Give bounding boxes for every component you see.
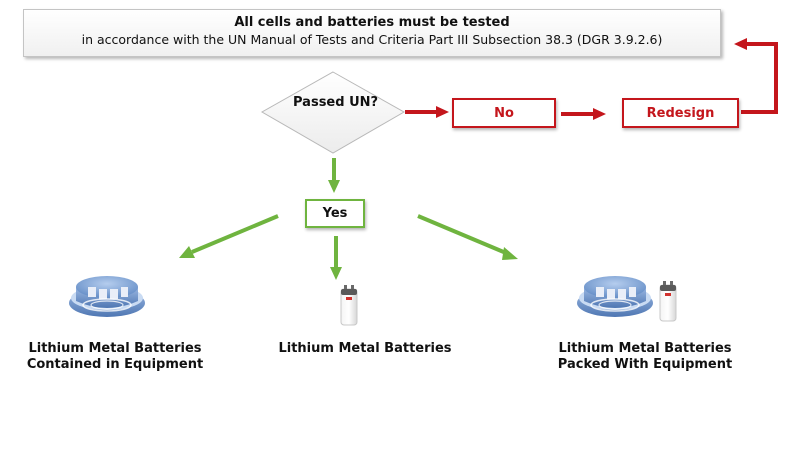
- header-title: All cells and batteries must be tested: [234, 15, 510, 30]
- decision-diamond: [260, 71, 406, 154]
- yes-box: Yes: [305, 199, 365, 228]
- outcome-line2: Contained in Equipment: [26, 357, 204, 372]
- no-label: No: [494, 105, 514, 121]
- arrow-yes-to-contained: [179, 214, 279, 258]
- outcome-packed-with-equipment: Lithium Metal Batteries Packed With Equi…: [555, 341, 735, 373]
- smoke-detector-icon: [69, 276, 145, 317]
- battery-icon: [340, 285, 358, 326]
- arrow-redesign-loop: [734, 38, 778, 114]
- outcome-line1: Lithium Metal Batteries: [558, 341, 732, 356]
- yes-label: Yes: [322, 206, 348, 221]
- outcome-line1: Lithium Metal Batteries: [28, 341, 202, 356]
- arrow-yes-to-packed: [417, 214, 518, 260]
- smoke-detector-icon: [577, 276, 653, 317]
- redesign-label: Redesign: [646, 105, 715, 121]
- arrow-no-to-redesign: [561, 108, 606, 120]
- outcome-contained-in-equipment: Lithium Metal Batteries Contained in Equ…: [25, 341, 205, 373]
- arrow-yes-to-batteries: [330, 236, 342, 280]
- decision-label: Passed UN?: [293, 95, 379, 110]
- outcome-lithium-metal-batteries: Lithium Metal Batteries: [275, 341, 455, 357]
- battery-icon: [659, 281, 677, 322]
- arrow-decision-to-yes: [328, 158, 340, 193]
- outcome-line1: Lithium Metal Batteries: [278, 341, 452, 356]
- redesign-box: Redesign: [622, 98, 739, 128]
- header-subtitle: in accordance with the UN Manual of Test…: [81, 32, 663, 47]
- arrow-decision-to-no: [405, 106, 449, 118]
- requirement-header-box: All cells and batteries must be tested i…: [23, 9, 721, 57]
- outcome-line2: Packed With Equipment: [557, 357, 733, 372]
- no-box: No: [452, 98, 556, 128]
